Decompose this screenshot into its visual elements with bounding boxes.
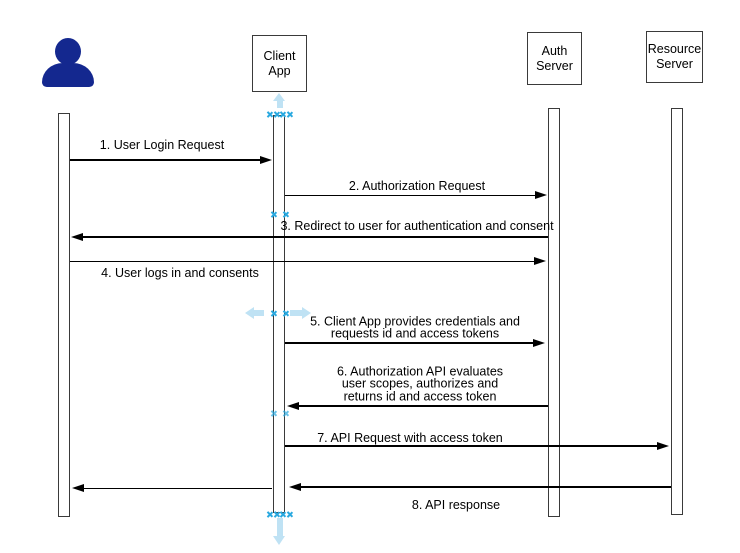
direction-arrow-down-icon[interactable]: [273, 536, 285, 545]
message-label-line: 6. Authorization API evaluates: [336, 364, 504, 379]
message-label: 3. Redirect to user for authentication a…: [280, 218, 554, 233]
person-head: [55, 38, 81, 65]
arrowhead-right-icon: [260, 155, 272, 164]
message-line: [82, 487, 272, 490]
message-label-line: 3. Redirect to user for authentication a…: [280, 218, 554, 233]
message-label-line: user scopes, authorizes and: [341, 376, 499, 391]
arrowhead-right-icon: [534, 257, 546, 265]
message-line: [285, 194, 537, 197]
message-line: [70, 159, 262, 161]
direction-arrow-up-shaft: [276, 100, 283, 108]
arrowhead-left-icon: [72, 484, 84, 492]
arrowhead-right-icon: [535, 191, 547, 199]
message-label: 6. Authorization API evaluates user scop…: [336, 364, 504, 404]
message-label-line: 8. API response: [411, 497, 501, 512]
message-line: [299, 486, 671, 488]
lifeline-user[interactable]: [58, 113, 70, 517]
connection-point-x-icon[interactable]: [282, 310, 289, 317]
message-label: 7. API Request with access token: [317, 430, 503, 445]
message-label-line: 5. Client App provides credentials and: [310, 314, 520, 329]
message-label-line: returns id and access token: [343, 389, 497, 404]
direction-arrow-left-icon[interactable]: [245, 306, 254, 319]
message-label-line: 7. API Request with access token: [317, 430, 503, 445]
arrowhead-left-icon: [287, 401, 299, 410]
arrowhead-right-icon: [657, 441, 669, 450]
lifeline-auth-server[interactable]: [548, 108, 560, 517]
connection-point-x-icon[interactable]: [271, 310, 278, 317]
lifeline-resource-server[interactable]: [671, 108, 683, 515]
message-line: [81, 236, 548, 238]
message-label-line: requests id and access tokens: [330, 327, 500, 341]
direction-arrow-right-shaft: [290, 310, 302, 316]
message-label-line: 4. User logs in and consents: [101, 265, 259, 280]
message-line: [70, 260, 536, 263]
message-label-line: 1. User Login Request: [99, 137, 225, 152]
message-label: 5. Client App provides credentials and r…: [310, 314, 520, 341]
message-line: [285, 342, 535, 344]
arrowhead-left-icon: [71, 232, 83, 241]
message-label-line: 2. Authorization Request: [348, 178, 486, 193]
person-icon[interactable]: [42, 38, 94, 87]
connection-point-x-icon[interactable]: [286, 511, 293, 518]
connection-point-x-icon[interactable]: [271, 211, 278, 218]
connection-point-x-icon[interactable]: [282, 410, 289, 417]
actor-label-line: Server: [656, 57, 693, 71]
actor-label-line: App: [268, 63, 291, 78]
message-label: 4. User logs in and consents: [101, 265, 259, 280]
actor-label-line: Auth: [541, 43, 568, 58]
connection-point-x-icon[interactable]: [286, 111, 293, 118]
actor-label-line: Client: [263, 48, 296, 63]
connection-point-x-icon[interactable]: [282, 211, 289, 218]
actor-box-client-app[interactable]: Client App: [252, 35, 307, 92]
connection-point-x-icon[interactable]: [271, 410, 278, 417]
direction-arrow-right-icon[interactable]: [302, 306, 311, 319]
arrowhead-right-icon: [533, 338, 545, 347]
actor-box-auth-server[interactable]: Auth Server: [527, 32, 582, 85]
actor-box-resource-server[interactable]: Resource Server: [646, 31, 703, 83]
arrowhead-left-icon: [289, 482, 301, 491]
direction-arrow-down-shaft: [276, 518, 283, 536]
actor-label-line: Server: [536, 58, 573, 73]
message-label: 1. User Login Request: [99, 137, 225, 152]
message-label: 8. API response: [411, 497, 501, 512]
direction-arrow-left-shaft: [253, 310, 264, 316]
message-line: [297, 405, 548, 407]
actor-label-line: Resource: [647, 42, 702, 56]
message-label: 2. Authorization Request: [348, 178, 486, 193]
direction-arrow-up-icon[interactable]: [273, 93, 285, 101]
message-line: [285, 445, 659, 447]
person-body: [42, 63, 94, 87]
